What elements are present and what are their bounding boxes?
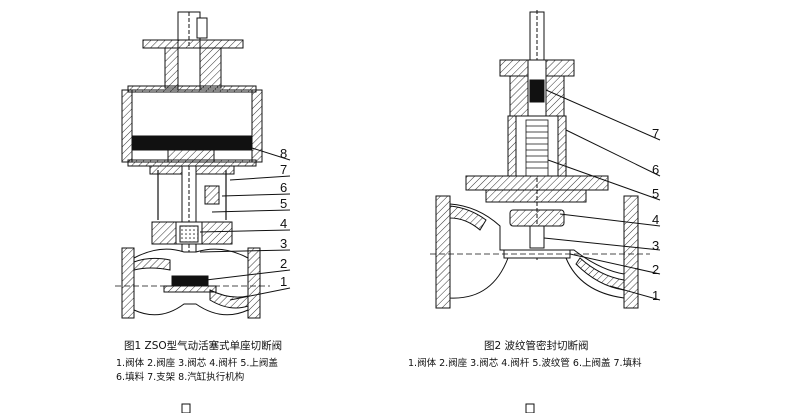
fig2-callout-6: 6 bbox=[652, 162, 659, 177]
figure1-drawing bbox=[115, 11, 291, 319]
figure1-legend-line2: 6.填料 7.支架 8.汽缸执行机构 bbox=[116, 372, 245, 383]
fig2-callout-4: 4 bbox=[652, 212, 659, 227]
fig1-callout-4: 4 bbox=[280, 216, 287, 231]
figure2-legend-line1: 1.阀体 2.阀座 3.阀芯 4.阀杆 5.波纹管 6.上阀盖 7.填料 bbox=[408, 358, 642, 369]
fig2-callout-7: 7 bbox=[652, 126, 659, 141]
fig1-callout-2: 2 bbox=[280, 256, 287, 271]
fig2-callout-3: 3 bbox=[652, 238, 659, 253]
bottom-mark-left bbox=[181, 403, 191, 413]
figure1-callouts: 8 7 6 5 4 3 2 1 bbox=[280, 146, 287, 289]
fig2-callout-5: 5 bbox=[652, 186, 659, 201]
fig1-callout-8: 8 bbox=[280, 146, 287, 161]
bottom-mark-right bbox=[525, 403, 535, 413]
fig1-callout-5: 5 bbox=[280, 196, 287, 211]
fig1-callout-7: 7 bbox=[280, 162, 287, 177]
figure1-legend-line1: 1.阀体 2.阀座 3.阀芯 4.阀杆 5.上阀盖 bbox=[116, 358, 278, 369]
fig1-callout-6: 6 bbox=[280, 180, 287, 195]
fig2-callout-2: 2 bbox=[652, 262, 659, 277]
figure2-callouts: 7 6 5 4 3 2 1 bbox=[652, 126, 659, 303]
fig2-callout-1: 1 bbox=[652, 288, 659, 303]
figure1-caption: 图1 ZSO型气动活塞式单座切断阀 bbox=[124, 340, 283, 352]
figure2-caption: 图2 波纹管密封切断阀 bbox=[484, 340, 589, 352]
fig1-callout-3: 3 bbox=[280, 236, 287, 251]
fig1-callout-1: 1 bbox=[280, 274, 287, 289]
figure2-drawing bbox=[430, 10, 661, 309]
